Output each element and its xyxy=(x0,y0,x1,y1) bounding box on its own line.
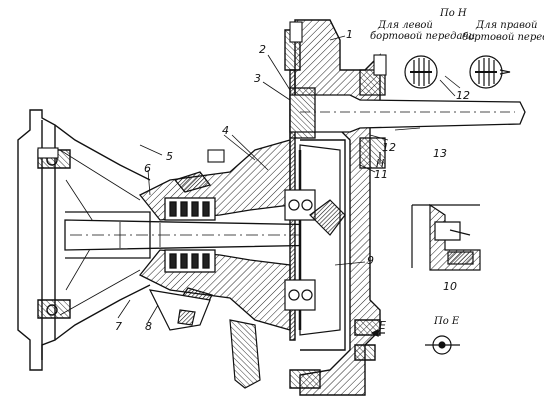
leader-lines xyxy=(117,35,461,323)
view-e-title: По Е xyxy=(433,316,460,327)
right-drive-caption-1: Для правой xyxy=(475,20,537,31)
callout-5: 5 xyxy=(166,150,173,163)
right-drive-caption-2: бортовой передач xyxy=(462,32,544,43)
lower-housing xyxy=(148,289,261,389)
left-drive-caption-1: Для левой xyxy=(377,20,433,31)
view-h-title: По Н xyxy=(439,8,467,19)
callout-8: 8 xyxy=(145,320,152,333)
driven-gear xyxy=(284,144,346,336)
callout-1: 1 xyxy=(346,28,353,41)
drive-wheel xyxy=(17,109,151,371)
view-h-inset xyxy=(404,55,511,89)
arrow-e-label: Е xyxy=(379,319,386,332)
callout-numbers: 1 2 3 4 5 6 7 8 9 10 11 12 12 13 xyxy=(115,28,470,333)
callout-10: 10 xyxy=(443,280,457,293)
callout-12-inset: 12 xyxy=(456,89,470,102)
view-captions: По Н Для левой бортовой передачи Для пра… xyxy=(370,8,544,332)
hub-housing xyxy=(138,139,291,331)
view-e-inset xyxy=(425,335,460,355)
callout-9: 9 xyxy=(367,254,374,267)
section-arrows xyxy=(370,152,385,337)
left-drive-caption-2: бортовой передачи xyxy=(370,31,475,42)
top-bolts xyxy=(37,21,387,163)
callout-6: 6 xyxy=(144,162,151,175)
arrow-h-label: Н xyxy=(376,157,384,170)
callout-7: 7 xyxy=(115,320,122,333)
callout-4: 4 xyxy=(222,124,229,137)
callout-11: 11 xyxy=(374,168,388,181)
callout-13: 13 xyxy=(433,147,447,160)
view-10-inset xyxy=(411,203,481,271)
callout-3: 3 xyxy=(254,72,261,85)
callout-2: 2 xyxy=(259,43,266,56)
output-shaft xyxy=(289,69,526,169)
callout-12-main: 12 xyxy=(382,141,396,154)
